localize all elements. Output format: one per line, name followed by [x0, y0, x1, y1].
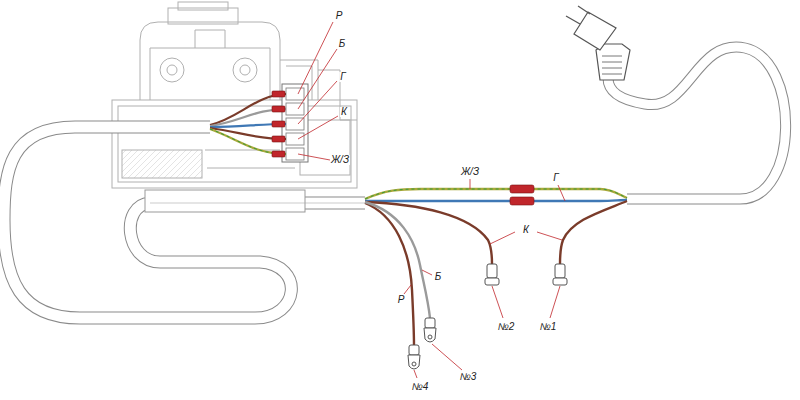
device-wires [210, 94, 286, 154]
cable-line [150, 203, 365, 204]
cable [4, 47, 786, 318]
wire-label: К [340, 107, 348, 117]
leader-lines [298, 22, 338, 160]
terminal-number: №2 [497, 322, 515, 332]
wire-label: Р [335, 11, 344, 21]
terminal-number: №4 [411, 382, 429, 392]
wire-label: К [522, 225, 530, 235]
wire-label: Г [339, 72, 346, 82]
terminal-number: №1 [539, 322, 557, 332]
wire-label: Ж/З [460, 167, 480, 177]
wire-label: Р [397, 295, 406, 305]
terminal-number: №3 [459, 372, 477, 382]
leader-lines [404, 179, 565, 378]
terminal-lugs [408, 264, 567, 369]
wire-joints [510, 185, 534, 205]
wire-label: Б [434, 272, 443, 282]
wire-label: Б [338, 39, 347, 49]
wire-label: Ж/З [330, 155, 350, 165]
wire-label: Г [552, 173, 559, 183]
plug [566, 6, 630, 80]
ferrules [272, 91, 285, 157]
device-outline [112, 2, 357, 188]
cable-sleeve [145, 190, 305, 212]
external-wires [365, 189, 627, 345]
